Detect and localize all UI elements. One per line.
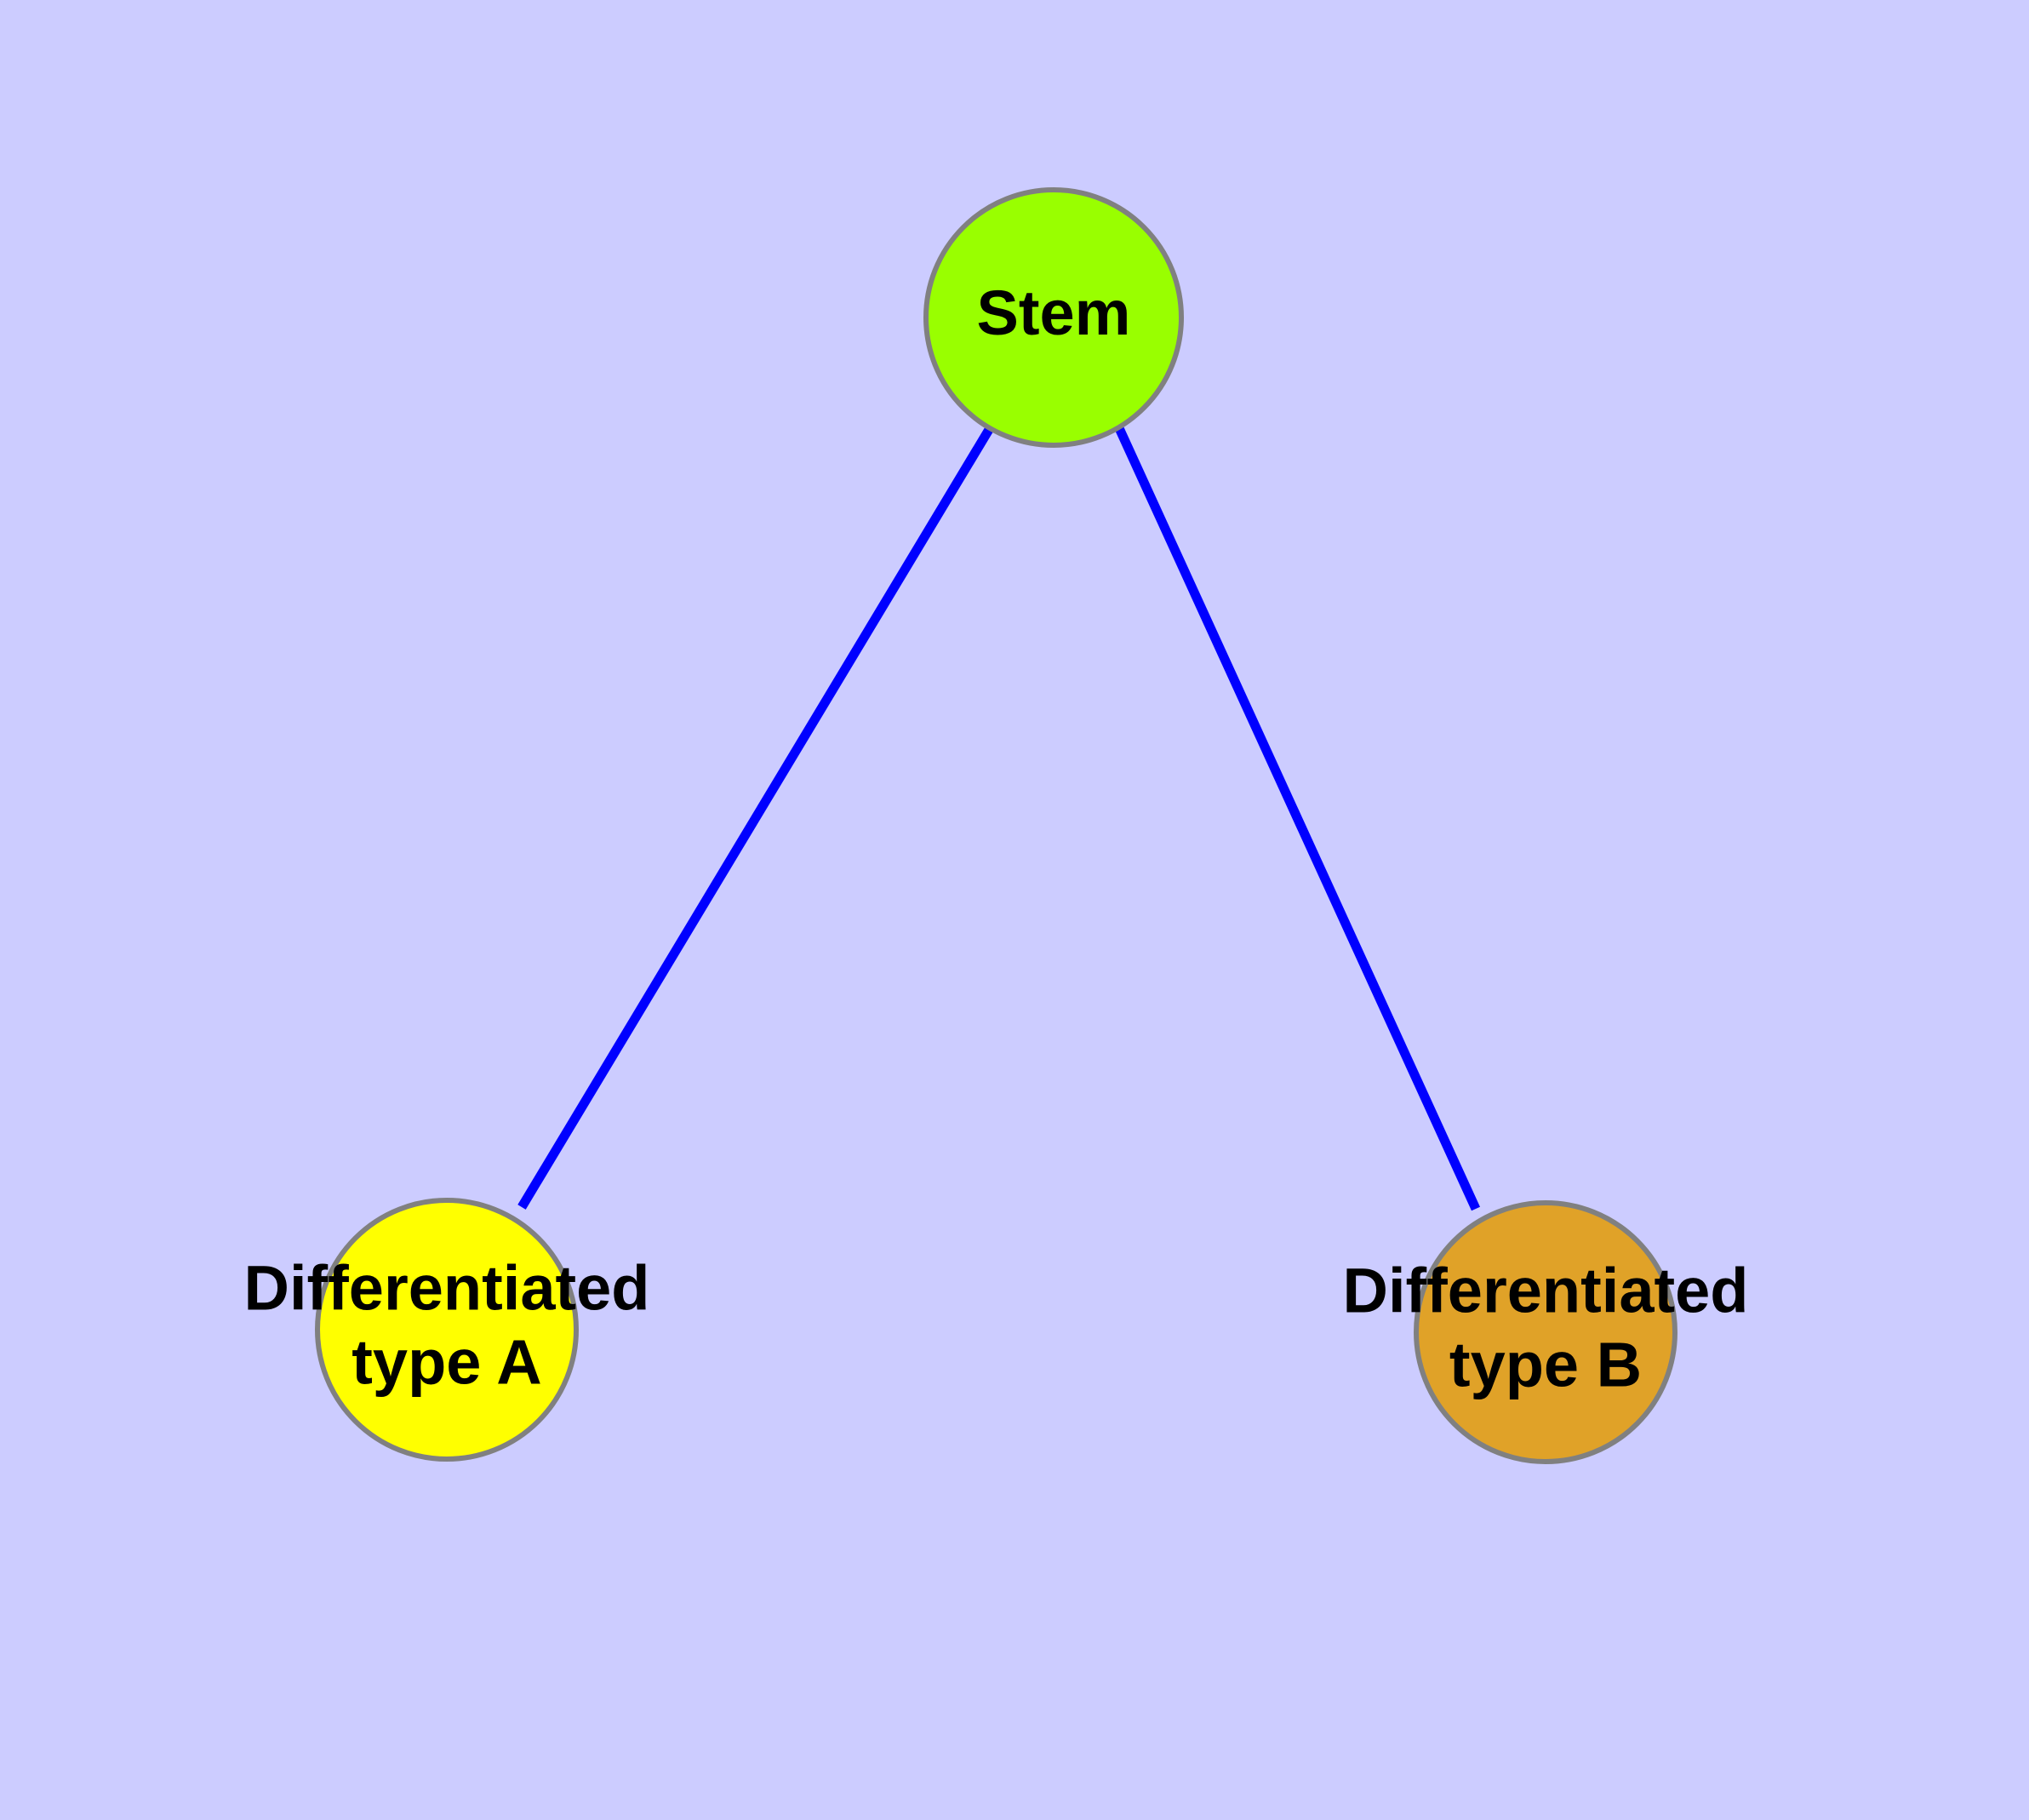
edge-stem-to-diff-b[interactable]	[1114, 426, 1481, 1211]
edges-group	[517, 426, 1481, 1211]
node-label-line: Differentiated	[1343, 1255, 1749, 1325]
node-label-line: type B	[1449, 1329, 1642, 1399]
node-stem[interactable]	[923, 187, 1184, 448]
edge-stem-to-diff-a[interactable]	[517, 426, 994, 1210]
node-diff_b[interactable]	[1414, 1200, 1677, 1464]
node-label-line: type A	[352, 1326, 541, 1397]
node-label-line: Stem	[977, 278, 1131, 348]
nodes-group	[315, 187, 1677, 1464]
node-label-line: Differentiated	[244, 1252, 650, 1323]
node-label-stem: Stem	[977, 278, 1131, 348]
node-diff_a[interactable]	[315, 1198, 579, 1462]
